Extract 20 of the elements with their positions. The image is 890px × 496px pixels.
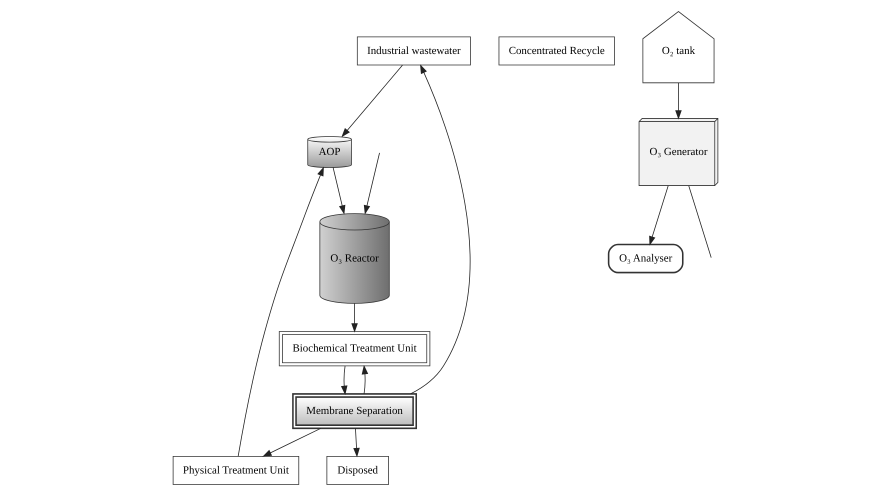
arrow [674, 82, 682, 120]
arrow [363, 152, 380, 215]
node-box: Biochemical Treatment Unit [278, 331, 430, 366]
arrow [361, 364, 368, 394]
arrow [262, 428, 321, 457]
node-box: Concentrated Recycle [498, 36, 614, 66]
arrow [350, 303, 358, 333]
arrow [340, 64, 402, 138]
arrow [352, 428, 360, 458]
node-box: Industrial wastewater [356, 36, 470, 66]
arrow [332, 167, 345, 215]
connector [688, 185, 712, 258]
arrow [340, 366, 347, 396]
node-box: Disposed [326, 456, 388, 485]
node-box: Membrane Separation [292, 393, 417, 430]
node-box: Physical Treatment Unit [172, 456, 299, 485]
arrow [410, 64, 470, 394]
node-box: O₃ Analyser [607, 244, 684, 274]
arrow [648, 185, 668, 246]
arrow [237, 166, 324, 457]
